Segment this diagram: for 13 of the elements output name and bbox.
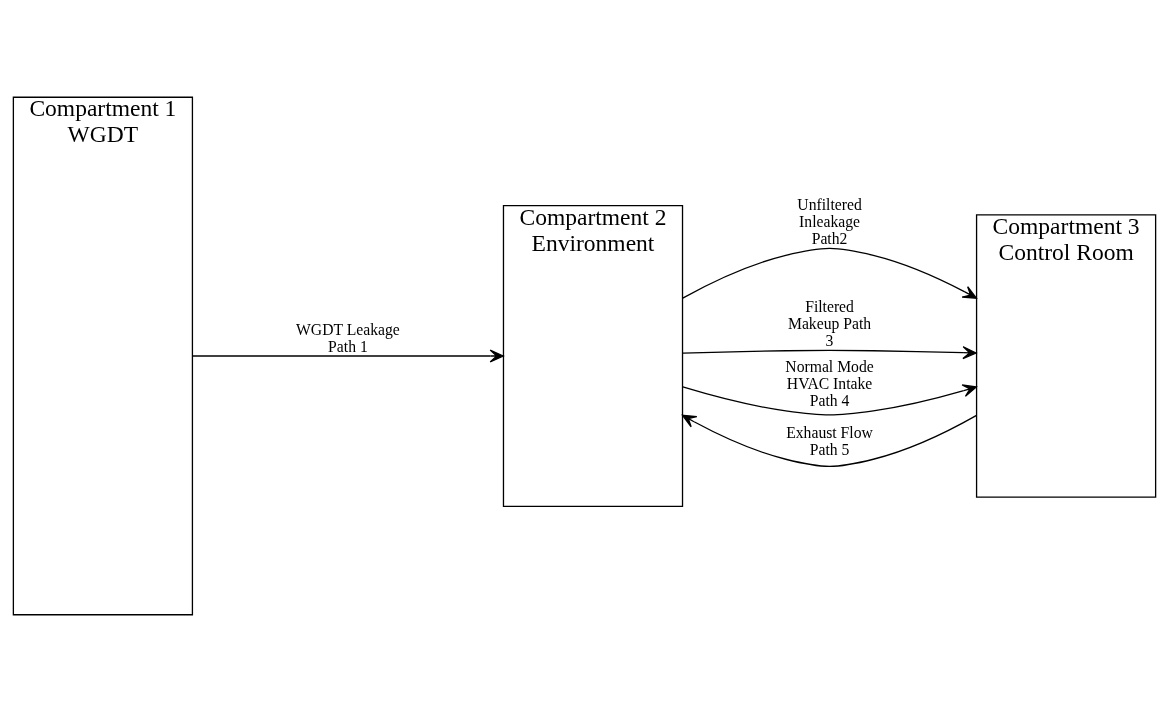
edge-label: Exhaust Flow Path 5 (786, 423, 873, 458)
arrow (682, 346, 977, 360)
arrow (682, 247, 978, 299)
edge-label: Filtered Makeup Path 3 (787, 298, 872, 350)
edge-label: WGDT Leakage Path 1 (296, 320, 400, 355)
arrow (682, 384, 977, 416)
node-box: Compartment 2 Environment (502, 205, 684, 507)
edge-label: Normal Mode HVAC Intake Path 4 (785, 358, 874, 410)
node-box: Compartment 3 Control Room (975, 214, 1157, 498)
arrow (191, 349, 504, 363)
edge-label: Unfiltered Inleakage Path2 (797, 196, 862, 248)
node-box: Compartment 1 WGDT (12, 96, 194, 616)
arrow (681, 414, 978, 468)
